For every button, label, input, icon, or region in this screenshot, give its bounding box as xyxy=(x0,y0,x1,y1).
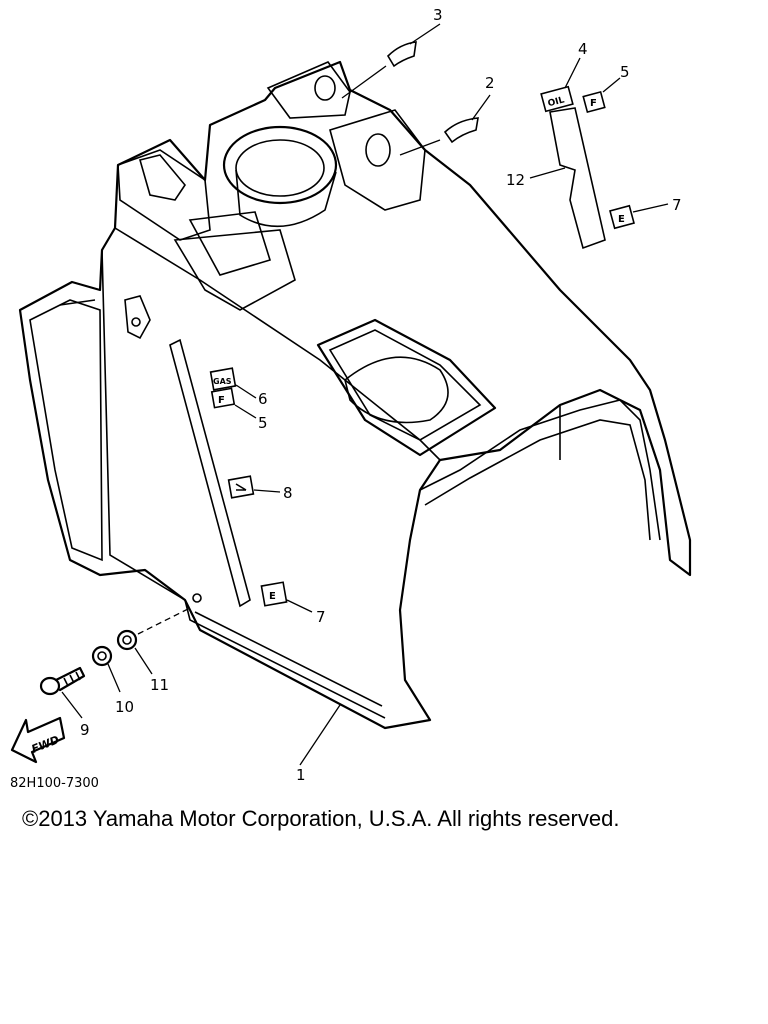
svg-text:F: F xyxy=(218,395,225,406)
part-9-bolt: 9 xyxy=(39,666,90,739)
svg-text:1: 1 xyxy=(296,766,306,784)
svg-text:FWD: FWD xyxy=(30,733,62,756)
svg-text:10: 10 xyxy=(115,698,134,716)
part-12-decal-strip: 12 xyxy=(506,107,606,250)
part-10-washer: 10 xyxy=(91,645,134,716)
part-5-full-decal-side: F 5 xyxy=(210,387,268,432)
svg-text:12: 12 xyxy=(506,171,525,189)
callout-1: 1 xyxy=(296,704,341,784)
part-8-reverse-decal: 8 xyxy=(227,475,293,502)
diagram-code: 82H100-7300 xyxy=(10,776,99,791)
svg-text:2: 2 xyxy=(485,74,495,92)
svg-text:GAS: GAS xyxy=(213,377,232,386)
svg-text:6: 6 xyxy=(258,390,268,408)
part-4-oil-decal: OIL 4 xyxy=(540,40,588,113)
copyright-notice: ©2013 Yamaha Motor Corporation, U.S.A. A… xyxy=(22,806,620,831)
svg-text:E: E xyxy=(269,591,276,602)
svg-text:11: 11 xyxy=(150,676,169,694)
fwd-arrow-icon: FWD xyxy=(10,716,66,764)
svg-text:5: 5 xyxy=(258,414,268,432)
svg-text:9: 9 xyxy=(80,721,90,739)
part-7-empty-decal-side: E 7 xyxy=(260,581,326,626)
svg-text:OIL: OIL xyxy=(547,95,566,109)
svg-text:7: 7 xyxy=(316,608,326,626)
parts-diagram: 1 2 3 12 OIL 4 F 5 E 7 xyxy=(10,6,692,784)
part-2-cap: 2 xyxy=(443,74,495,144)
svg-text:E: E xyxy=(618,214,625,225)
part-3-cap: 3 xyxy=(341,6,443,156)
part-11-nut: 11 xyxy=(116,607,191,694)
svg-text:4: 4 xyxy=(578,40,588,58)
svg-text:5: 5 xyxy=(620,63,630,81)
part-7-empty-decal-top: E 7 xyxy=(609,196,682,230)
svg-text:3: 3 xyxy=(433,6,443,24)
part-5-full-decal-top: F 5 xyxy=(582,63,630,114)
svg-text:F: F xyxy=(590,98,597,109)
svg-text:8: 8 xyxy=(283,484,293,502)
svg-text:7: 7 xyxy=(672,196,682,214)
shroud-cowling xyxy=(18,60,692,730)
part-6-gas-decal: GAS 6 xyxy=(209,367,268,408)
